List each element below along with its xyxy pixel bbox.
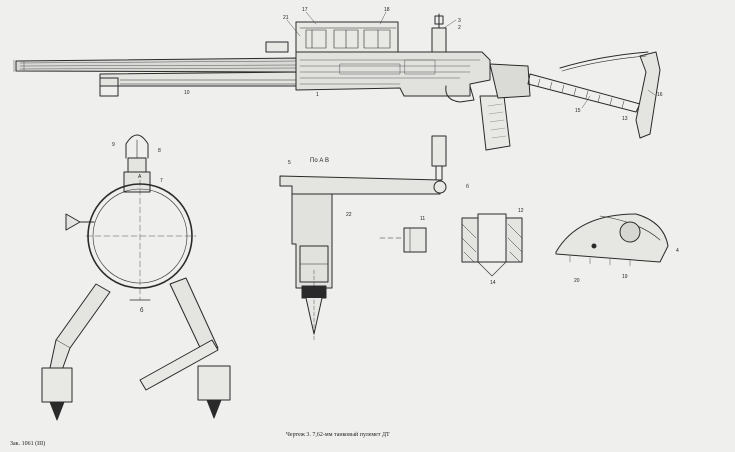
shackle bbox=[125, 134, 149, 159]
callout-10: 10 bbox=[184, 90, 190, 96]
brace-arm bbox=[139, 339, 219, 391]
crank-section-view: По А В 5 22 б bbox=[279, 135, 469, 341]
callout-crank-6: б bbox=[466, 184, 469, 190]
sector-scale bbox=[569, 255, 631, 267]
bushing-hatching bbox=[461, 223, 523, 263]
right-foot-cup bbox=[197, 365, 231, 401]
callout-1: 1 bbox=[316, 92, 319, 98]
left-foot-cup bbox=[41, 367, 73, 403]
stock-strap bbox=[559, 51, 649, 69]
callout-7: 7 bbox=[160, 178, 163, 184]
magazine-details bbox=[299, 27, 397, 49]
callout-11: 11 bbox=[420, 216, 425, 222]
callout-5: 5 bbox=[288, 160, 291, 166]
magazine-catch bbox=[265, 41, 289, 53]
shackle-block bbox=[127, 157, 147, 173]
machine-gun-side-view: 17 18 21 3 2 1 10 15 16 13 bbox=[13, 7, 663, 151]
callout-8: 8 bbox=[158, 148, 161, 154]
callout-17: 17 bbox=[302, 7, 308, 13]
crank-body bbox=[291, 193, 333, 289]
callout-14: 14 bbox=[490, 280, 496, 286]
stock-rod-notches bbox=[537, 78, 625, 109]
sheet-code: Зак. 1061 (III) bbox=[10, 441, 46, 447]
stock-grip-section bbox=[489, 63, 531, 99]
sight-sector-view: 20 19 4 bbox=[555, 213, 679, 284]
barrel-hatching bbox=[13, 59, 299, 73]
trigger-guard bbox=[445, 85, 475, 103]
left-leg bbox=[55, 283, 111, 349]
stock-rod bbox=[527, 73, 641, 113]
sector-plate bbox=[555, 213, 669, 263]
crank-handle bbox=[431, 135, 447, 167]
callout-a: А bbox=[138, 174, 142, 180]
grip-texture bbox=[487, 103, 507, 139]
callout-4: 4 bbox=[676, 248, 679, 254]
callout-15: 15 bbox=[575, 108, 581, 114]
crank-arm bbox=[279, 175, 441, 195]
callout-16: 16 bbox=[657, 92, 663, 98]
wing-nut bbox=[65, 213, 95, 231]
receiver-hatching bbox=[299, 59, 481, 85]
gas-tube-front bbox=[99, 77, 119, 97]
right-leg bbox=[169, 277, 219, 357]
callout-21: 21 bbox=[283, 15, 289, 21]
ball-mount-ring-view: 9 8 7 А б bbox=[41, 134, 231, 421]
detail-11-view: 11 bbox=[379, 216, 429, 253]
callout-6: б bbox=[140, 308, 144, 314]
pan-magazine bbox=[295, 21, 399, 53]
callout-13: 13 bbox=[622, 116, 628, 122]
callout-9: 9 bbox=[112, 142, 115, 148]
left-foot-spike bbox=[49, 401, 65, 421]
callout-20: 20 bbox=[574, 278, 580, 284]
pistol-grip bbox=[479, 95, 511, 151]
callout-2: 2 bbox=[458, 25, 461, 31]
figure-caption: Чертеж 3. 7,62-мм танковый пулемет ДТ bbox=[286, 432, 390, 438]
callout-19: 19 bbox=[622, 274, 628, 280]
gun-leader-lines bbox=[286, 11, 656, 109]
shoulder-plate bbox=[635, 51, 661, 139]
rear-sight bbox=[431, 27, 447, 53]
callout-12: 12 bbox=[518, 208, 524, 214]
callout-18: 18 bbox=[384, 7, 390, 13]
bushing-section-view: 12 14 bbox=[461, 208, 524, 286]
right-foot-spike bbox=[206, 399, 222, 419]
section-label: По А В bbox=[310, 158, 329, 164]
callout-3: 3 bbox=[458, 18, 461, 24]
callout-22: 22 bbox=[346, 212, 352, 218]
